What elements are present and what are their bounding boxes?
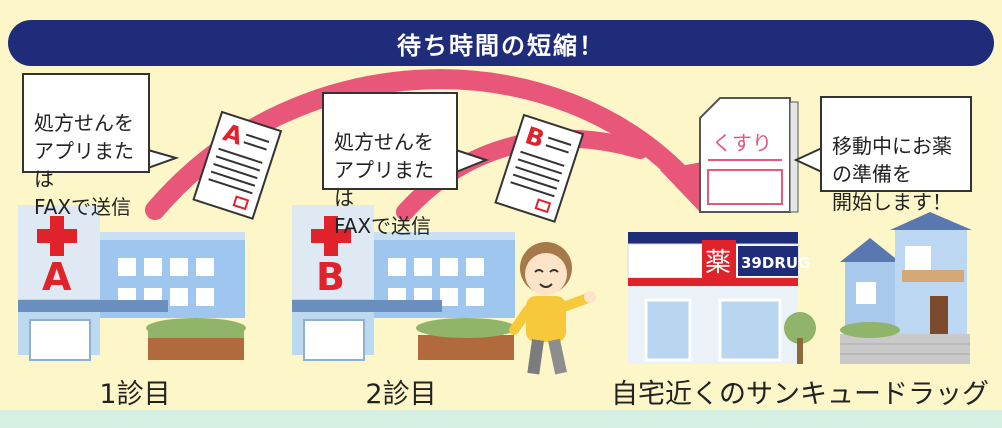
bubble-a-tail — [147, 148, 180, 170]
medicine-bag-text: くすり — [712, 131, 772, 155]
walking-person-icon — [509, 242, 596, 375]
house-icon — [840, 212, 972, 364]
bubble-clinic-b-text: 処方せんを アプリまたは FAXで送信 — [334, 130, 434, 238]
speech-bubble-pharmacy: 移動中にお薬 の準備を 開始します！ — [820, 96, 972, 214]
pharmacy-sign-name: 39DRUG — [741, 254, 810, 272]
clinic-b-letter: B — [316, 255, 345, 299]
clinic-a-letter: A — [42, 255, 72, 299]
bubble-pharmacy-text: 移動中にお薬 の準備を 開始します！ — [832, 134, 952, 214]
title-banner: 待ち時間の短縮！ — [8, 20, 994, 66]
clinic-a-building: A — [18, 205, 246, 361]
speech-bubble-clinic-b: 処方せんを アプリまたは FAXで送信 — [322, 92, 458, 238]
clinic-b-building: B — [292, 205, 516, 361]
pharmacy-building: 薬 39DRUG — [627, 232, 816, 364]
bubble-pharmacy-tail — [793, 146, 823, 174]
pharmacy-sign-kanji: 薬 — [705, 248, 731, 278]
pharmacy-label: 自宅近くのサンキュードラッグ — [611, 379, 989, 410]
medicine-bag-icon: くすり — [699, 97, 799, 213]
clinic-b-label: 2診目 — [365, 379, 437, 410]
speech-bubble-clinic-a: 処方せんを アプリまたは FAXで送信 — [22, 73, 150, 219]
bubble-clinic-a-text: 処方せんを アプリまたは FAXで送信 — [34, 111, 134, 219]
clinic-a-label: 1診目 — [99, 379, 171, 410]
prescription-doc-b-icon: B — [494, 113, 585, 223]
banner-title: 待ち時間の短縮！ — [397, 31, 605, 60]
prescription-doc-a-icon: A — [192, 110, 283, 220]
